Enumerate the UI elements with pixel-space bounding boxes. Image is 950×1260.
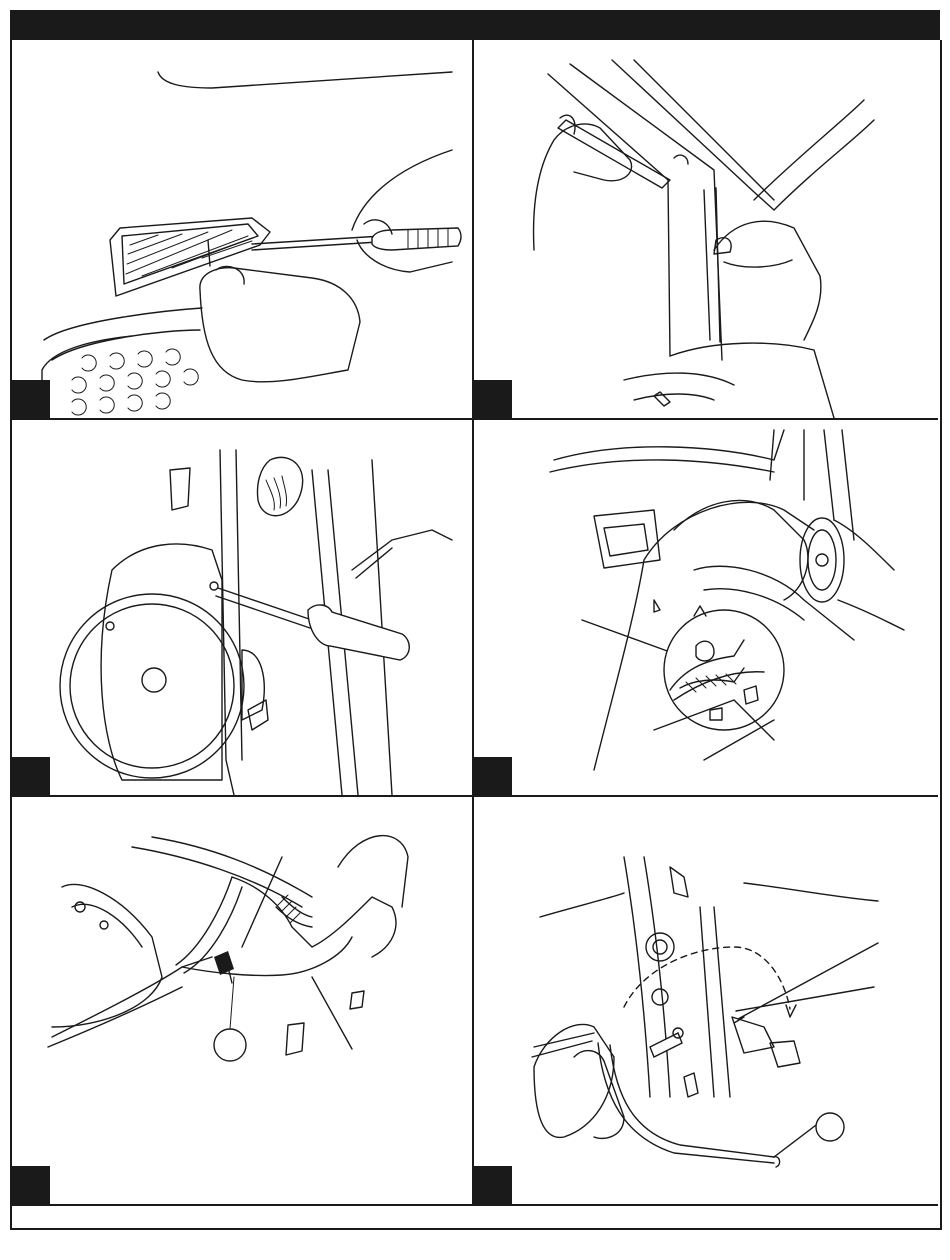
panel-6	[474, 797, 938, 1204]
step-number-badge	[12, 380, 50, 418]
trim-pry-illustration	[474, 40, 938, 418]
panel-2	[474, 40, 938, 418]
step-number-badge	[12, 1166, 50, 1204]
panel-3	[12, 420, 472, 795]
step-number-badge	[12, 757, 50, 795]
wire-connector-illustration	[12, 797, 472, 1204]
panel-4	[474, 420, 938, 795]
header-bar	[10, 10, 940, 40]
panel-5	[12, 797, 472, 1204]
bottom-divider	[12, 1204, 938, 1206]
wire-routing-illustration	[474, 797, 938, 1204]
panel-1	[12, 40, 472, 418]
grille-removal-illustration	[12, 40, 472, 418]
speaker-unscrew-illustration	[12, 420, 472, 795]
step-number-badge	[474, 380, 512, 418]
step-number-badge	[474, 1166, 512, 1204]
door-panel-callout-illustration	[474, 420, 938, 795]
step-number-badge	[474, 757, 512, 795]
